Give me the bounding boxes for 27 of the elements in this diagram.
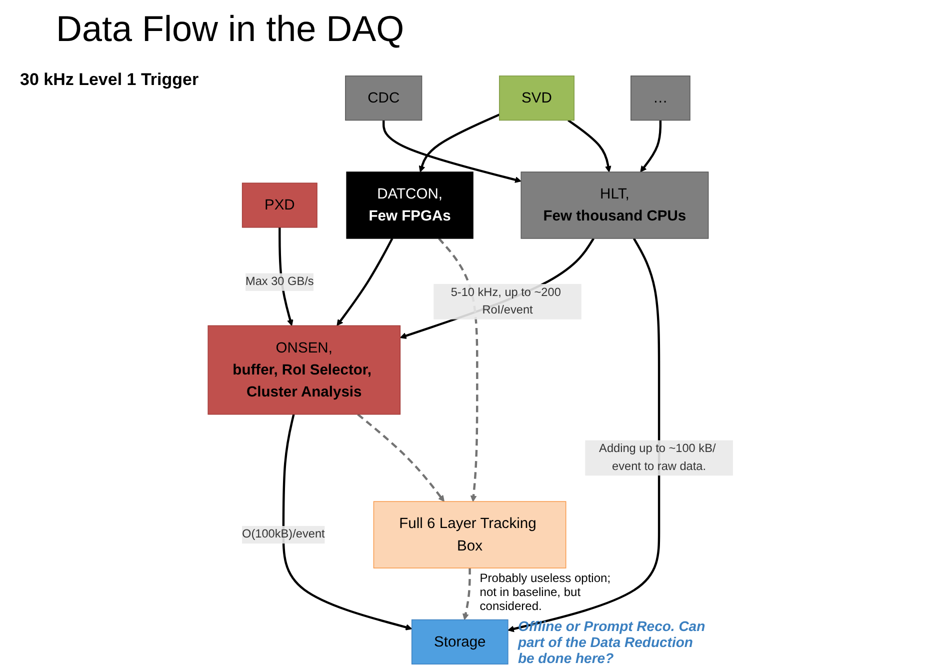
note-text: Offline or Prompt Reco. Can part of the Data Reduction be done here?: [518, 618, 706, 666]
node-box: …: [630, 76, 690, 121]
arrow: [282, 414, 412, 630]
node-box: SVD: [499, 76, 574, 121]
arrow: [568, 119, 612, 172]
arrow: [508, 238, 660, 632]
node-box: Storage: [411, 619, 508, 664]
note-text: Probably useless option; not in baseline, but considered.: [480, 571, 612, 614]
edge-label: 5-10 kHz, up to ~200 RoI/event: [450, 286, 561, 316]
arrow: [640, 120, 662, 172]
arrow: [462, 568, 471, 620]
arrow: [357, 413, 444, 502]
arrow: [418, 114, 500, 172]
node-box: CDC: [345, 76, 422, 121]
node-box: DATCON, Few FPGAs: [346, 172, 474, 239]
node-box: HLT, Few thousand CPUs: [520, 172, 709, 239]
edge-label: O(100kB)/event: [242, 528, 325, 541]
node-box: ONSEN, buffer, RoI Selector, Cluster Analysis: [208, 325, 401, 415]
edge-label: Max 30 GB/s: [245, 275, 314, 288]
node-box: Full 6 Layer Tracking Box: [373, 501, 566, 568]
title: Data Flow in the DAQ: [56, 8, 404, 50]
edge-label: Adding up to ~100 kB/ event to raw data.: [599, 442, 716, 473]
node-box: PXD: [242, 182, 318, 228]
arrow: [382, 120, 522, 183]
arrow: [400, 238, 594, 339]
arrow: [336, 238, 394, 326]
note-text: 30 kHz Level 1 Trigger: [20, 70, 200, 90]
